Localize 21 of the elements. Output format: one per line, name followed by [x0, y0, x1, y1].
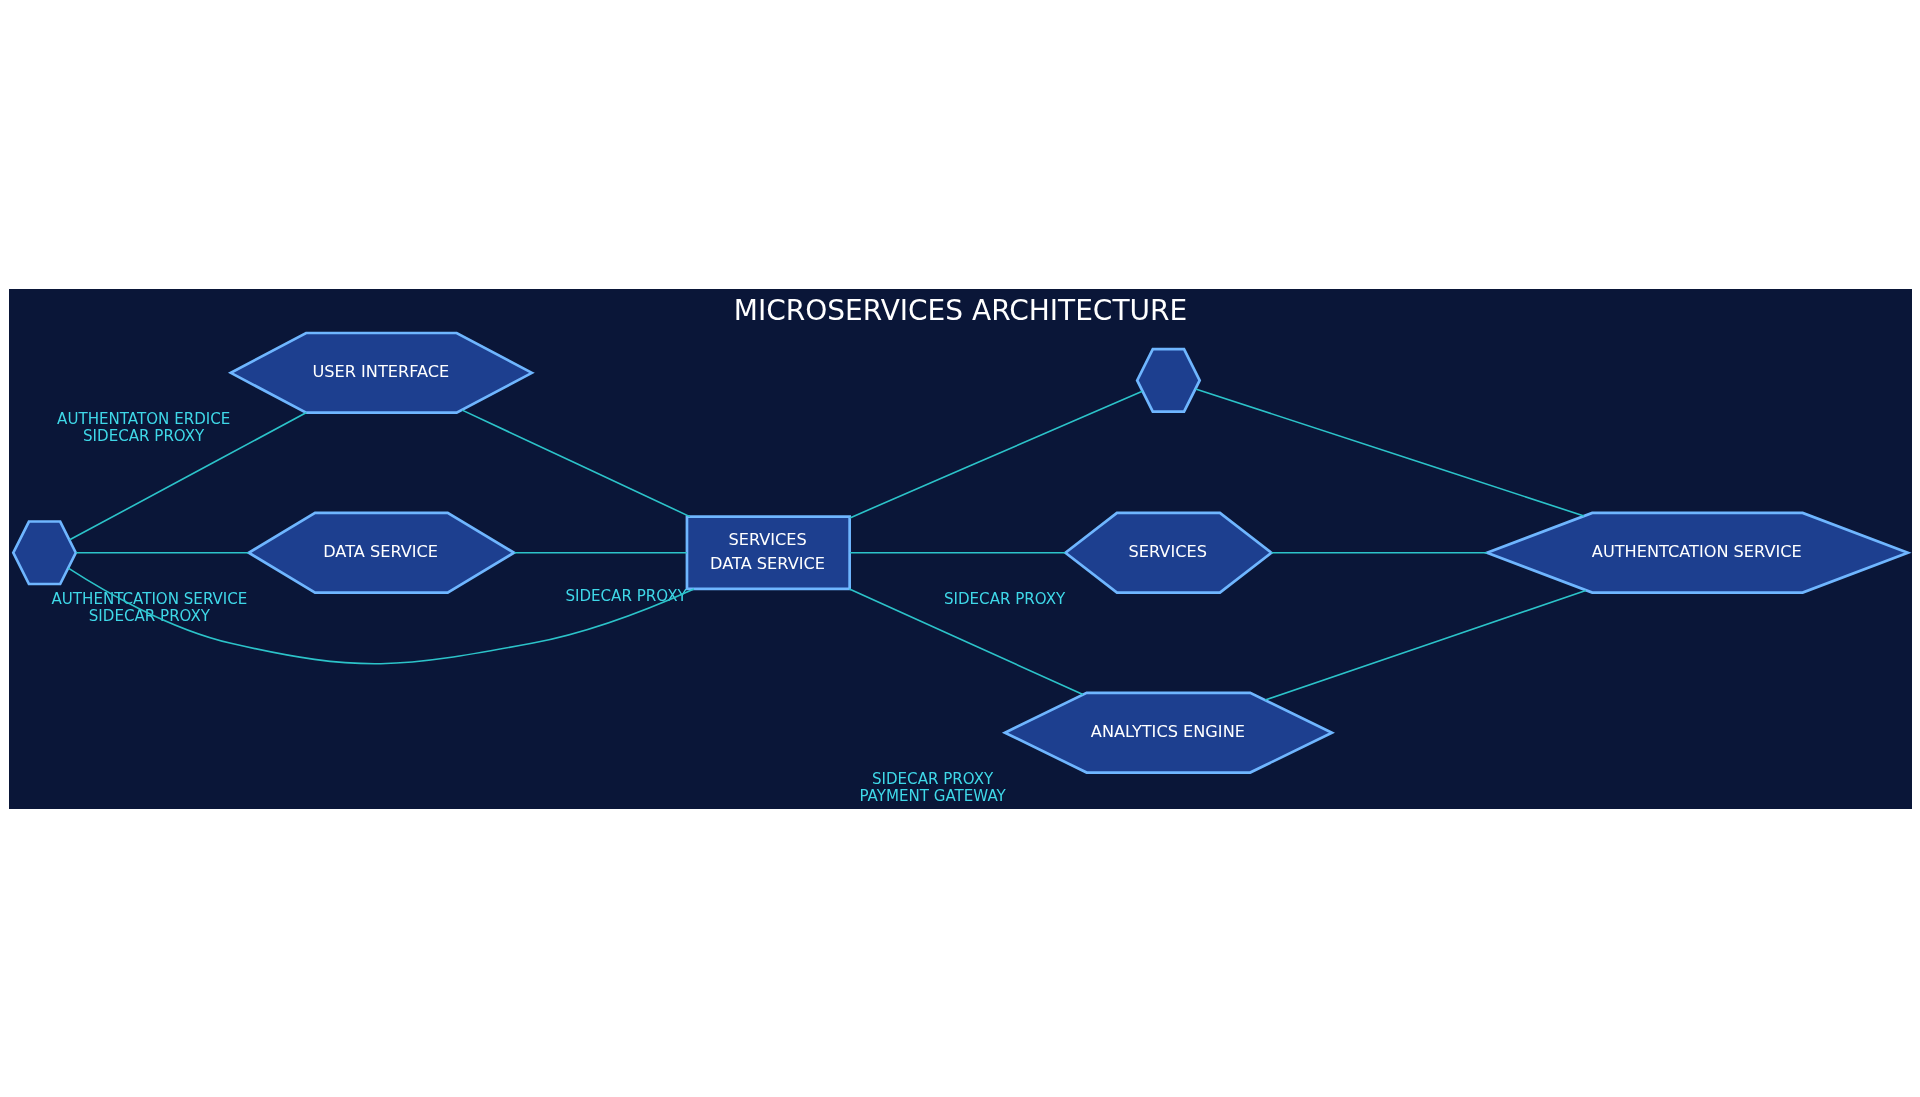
node-label: SIDECAR PROXY	[88, 606, 210, 625]
node-hexagon	[1135, 347, 1201, 413]
node-label: PAYMENT GATEWAY	[858, 786, 1006, 805]
connector	[1263, 589, 1587, 701]
connector	[460, 408, 691, 517]
connector	[1194, 387, 1585, 517]
connector	[848, 551, 1066, 554]
connector	[513, 551, 688, 554]
connector	[1270, 551, 1488, 554]
diagram-title: MICROSERVICES ARCHITECTURE	[733, 293, 1187, 327]
node-hexagon	[11, 519, 77, 585]
connector	[74, 551, 249, 554]
node-label: SIDECAR PROXY	[82, 426, 204, 445]
connector	[848, 587, 1084, 695]
connector	[67, 566, 695, 665]
node-box: SERVICES DATA SERVICE	[685, 514, 851, 590]
node-label: AUTHENTATON ERDICE	[56, 409, 230, 428]
node-label: SIDECAR PROXY	[871, 769, 993, 788]
connector	[68, 411, 307, 541]
connector	[848, 389, 1143, 519]
node-label: SIDECAR PROXY	[943, 589, 1065, 608]
